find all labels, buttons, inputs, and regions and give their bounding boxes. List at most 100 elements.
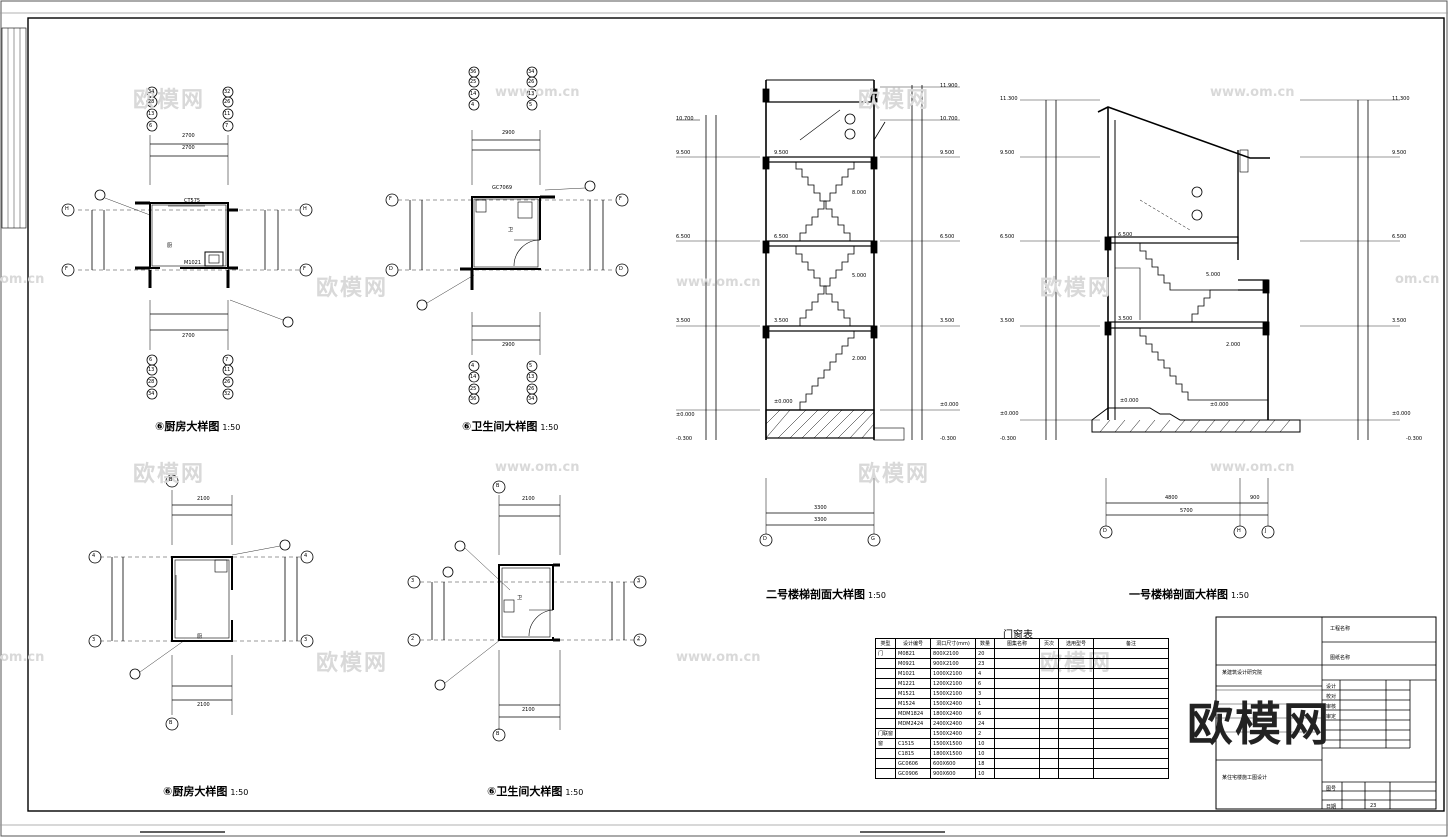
table-cell: 1 — [975, 698, 996, 709]
level-mark: 11.900 — [940, 83, 958, 89]
table-cell — [1093, 758, 1170, 769]
table-cell — [1058, 758, 1095, 769]
table-cell — [1093, 748, 1170, 759]
level-mark: 9.500 — [1392, 150, 1407, 156]
level-mark: 3.500 — [676, 318, 691, 324]
level-mark: -0.300 — [940, 436, 957, 442]
level-mark: 9.500 — [940, 150, 955, 156]
table-cell: 1500X1500 — [930, 738, 977, 749]
table-cell: C1515 — [895, 738, 932, 749]
axis-label: F — [303, 266, 306, 272]
level-mark: ±0.000 — [1000, 411, 1019, 417]
dim-label: 2100 — [522, 707, 535, 713]
grid-number: 34 — [528, 69, 535, 75]
table-cell — [994, 738, 1041, 749]
table-header: 洞口尺寸(mm) — [930, 638, 977, 649]
table-cell — [1093, 728, 1170, 739]
table-cell — [1058, 698, 1095, 709]
table-cell: M0821 — [895, 648, 932, 659]
dim-label: 2900 — [502, 342, 515, 348]
level-mark: 10.700 — [676, 116, 694, 122]
level-mark: 8.000 — [852, 190, 867, 196]
table-cell: 窗 — [874, 738, 897, 749]
table-cell — [994, 768, 1041, 779]
table-cell — [1039, 648, 1060, 659]
axis-label: F — [389, 196, 392, 202]
dim-label: 2100 — [522, 496, 535, 502]
grid-number: 36 — [470, 396, 477, 402]
room-label: 卫 — [517, 595, 523, 601]
level-mark: 2.000 — [1226, 342, 1241, 348]
grid-number: 13 — [148, 111, 155, 117]
table-cell — [994, 668, 1041, 679]
level-mark: 3.500 — [1392, 318, 1407, 324]
level-mark: 2.000 — [852, 356, 867, 362]
room-label: 厨 — [167, 243, 173, 249]
table-cell: 23 — [975, 658, 996, 669]
table-cell — [874, 708, 897, 719]
grid-number: 26 — [528, 386, 535, 392]
table-cell — [1058, 748, 1095, 759]
level-mark: ±0.000 — [1120, 398, 1139, 404]
table-cell — [1039, 728, 1060, 739]
axis-label: H — [303, 206, 307, 212]
table-cell — [994, 748, 1041, 759]
table-cell — [994, 718, 1041, 729]
table-cell — [1093, 718, 1170, 729]
grid-number: 7 — [225, 357, 229, 363]
table-cell: C1815 — [895, 748, 932, 759]
grid-number: 7 — [225, 123, 229, 129]
watermark-url: www.om.cn — [1210, 460, 1295, 475]
grid-number: 13 — [148, 367, 155, 373]
door-window-table-title: 门窗表 — [1003, 630, 1033, 641]
table-cell — [1093, 648, 1170, 659]
table-header-row: 类型 设计编号 洞口尺寸(mm) 数量 图集名称 页次 选用型号 备注 — [874, 638, 1170, 649]
level-mark: -0.300 — [1000, 436, 1017, 442]
dim-label: 2700 — [182, 333, 195, 339]
axis-label: G — [871, 536, 875, 542]
watermark: 欧模网 — [858, 88, 931, 113]
table-cell: 1500X2100 — [930, 688, 977, 699]
watermark-url: www.om.cn — [676, 275, 761, 290]
title-block-field: 日期 — [1326, 804, 1337, 810]
window-tag: GC7069 — [492, 185, 513, 191]
grid-number: 13 — [528, 374, 535, 380]
table-cell: GC0606 — [895, 758, 932, 769]
axis-label: 3 — [411, 578, 415, 584]
table-header: 图集名称 — [994, 638, 1041, 649]
grid-number: 34 — [148, 89, 155, 95]
table-cell — [1058, 768, 1095, 779]
table-cell: M1221 — [895, 678, 932, 689]
grid-number: 5 — [529, 102, 533, 108]
table-cell: M1524 — [895, 698, 932, 709]
table-cell: 1500X2400 — [930, 698, 977, 709]
table-cell — [874, 758, 897, 769]
level-mark: 11.300 — [1000, 96, 1018, 102]
table-cell — [1093, 678, 1170, 689]
table-header: 备注 — [1093, 638, 1170, 649]
dim-label: 900 — [1250, 495, 1260, 501]
table-cell — [994, 658, 1041, 669]
table-cell — [1058, 678, 1095, 689]
table-cell — [1058, 658, 1095, 669]
title-block-field: 设计 — [1326, 684, 1337, 690]
level-mark: 9.500 — [1000, 150, 1015, 156]
dim-label: 4800 — [1165, 495, 1178, 501]
grid-number: 34 — [148, 391, 155, 397]
title-block-note: 某住宅楼施工图设计 — [1222, 775, 1268, 781]
level-mark: -0.300 — [676, 436, 693, 442]
axis-label: 3 — [92, 637, 96, 643]
level-mark: 6.500 — [1392, 234, 1407, 240]
